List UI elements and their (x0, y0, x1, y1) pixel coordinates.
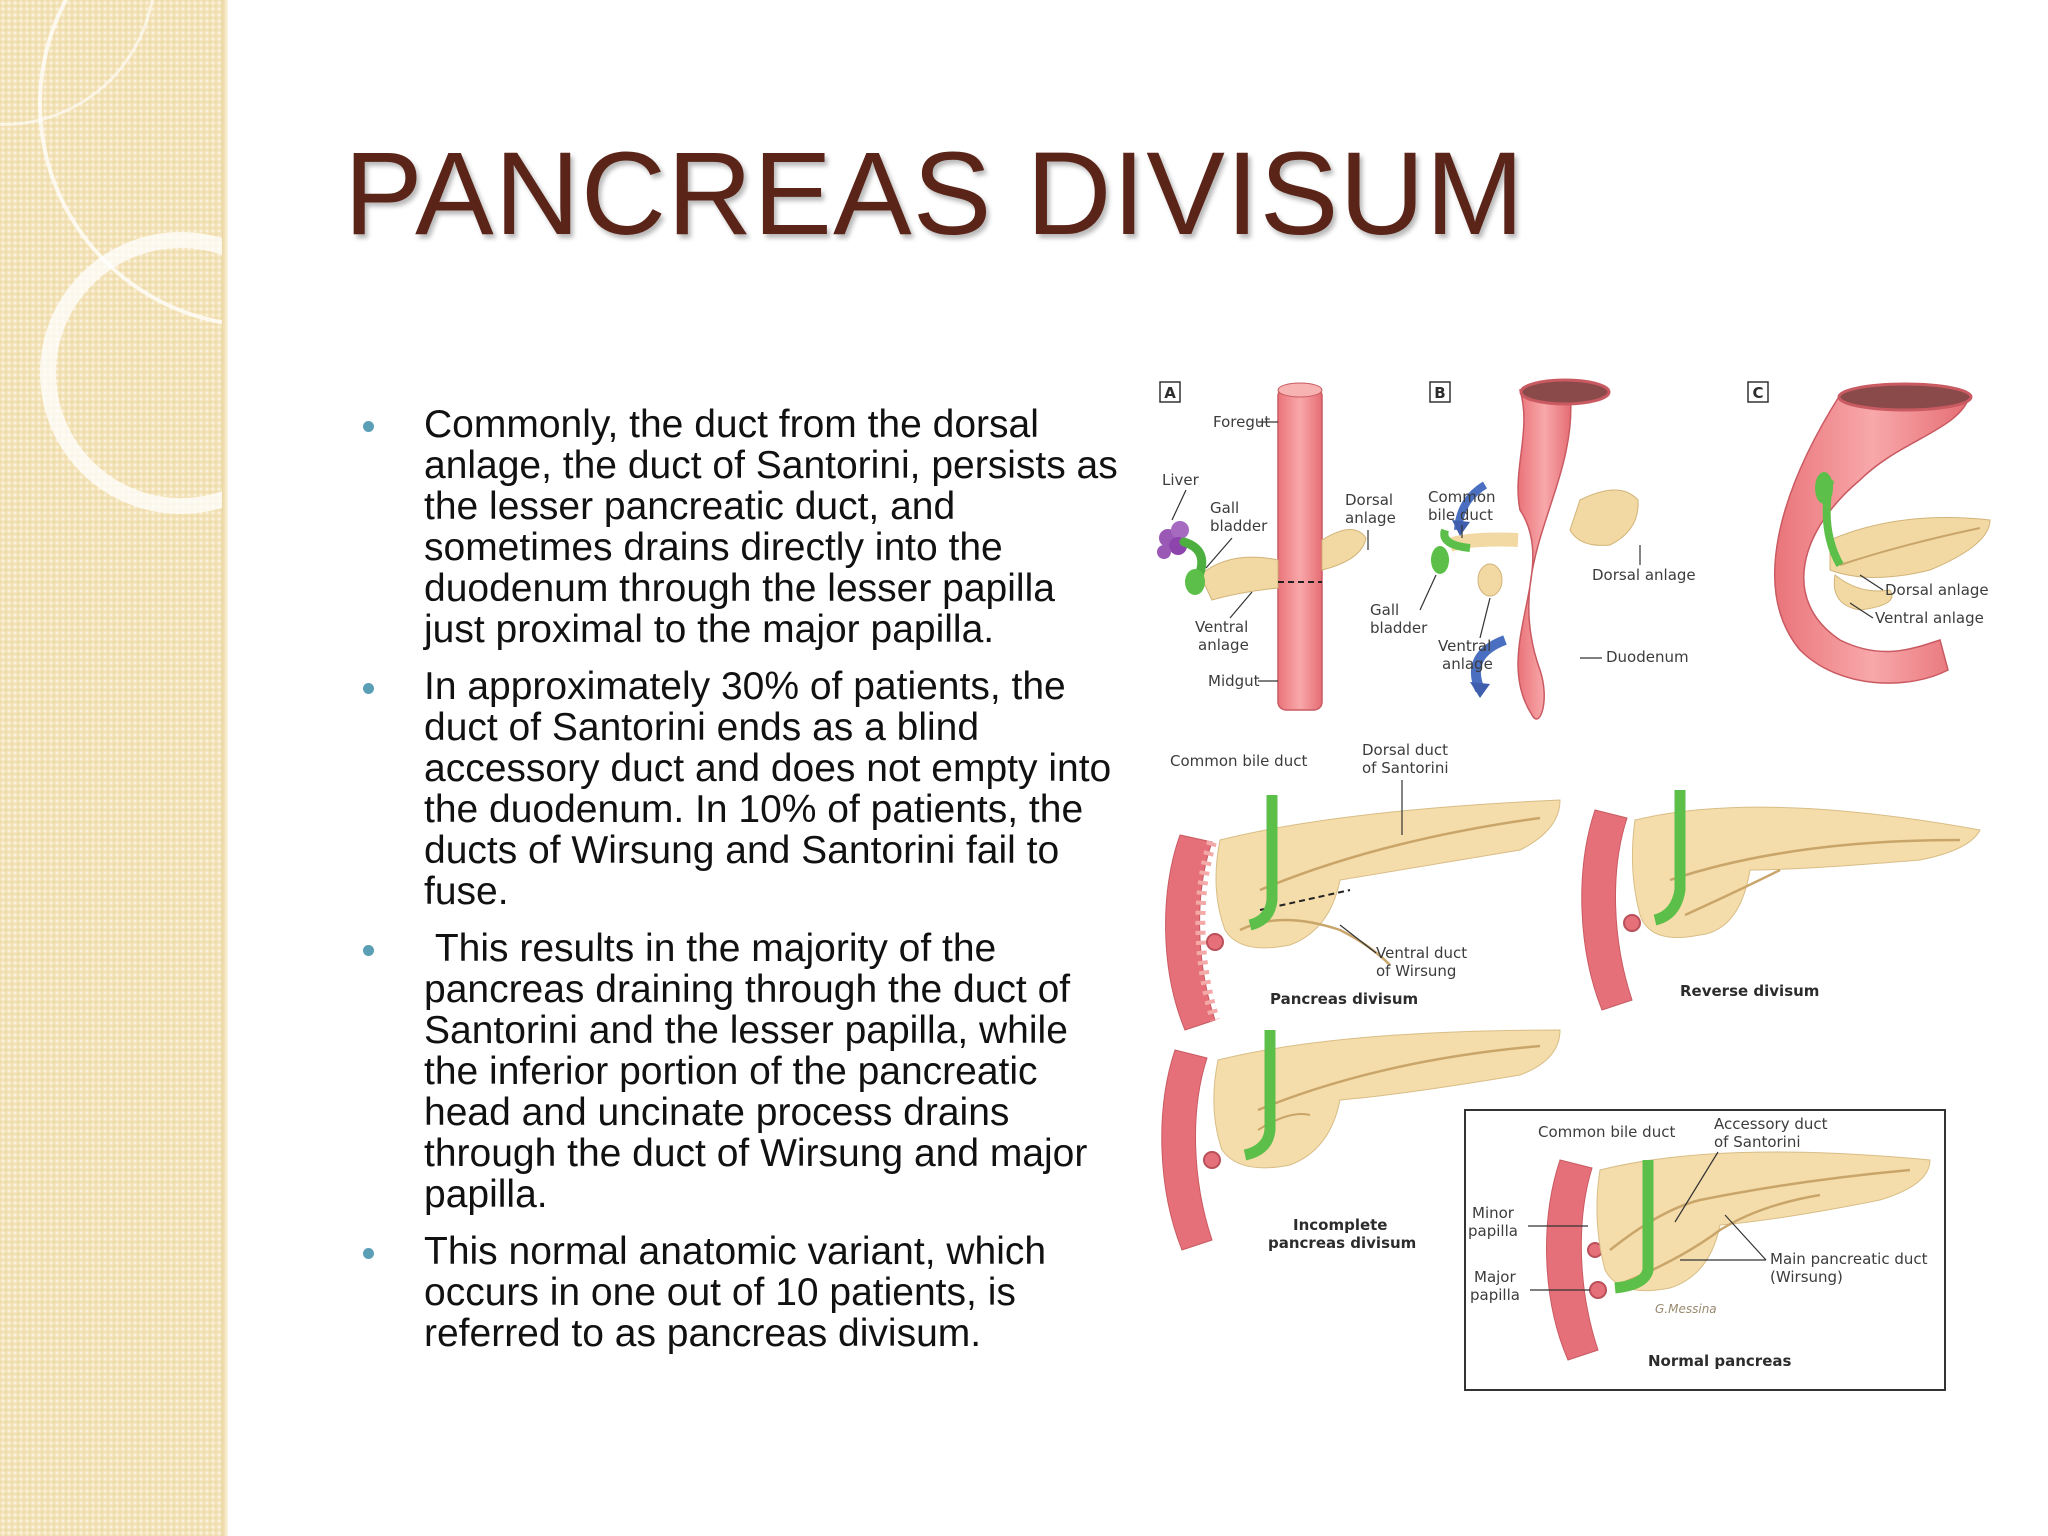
label-ventral-duct: Ventral duct (1376, 944, 1467, 962)
anatomy-figure: A Foregut Liver Gall bladder Dorsal anla… (1140, 370, 2000, 1410)
foregut-tube (1277, 387, 1323, 711)
label-gall-bladder: Gall (1210, 499, 1239, 517)
label-main-pancreatic-duct: Main pancreatic duct (1770, 1250, 1928, 1268)
caption-pancreas-divisum: Pancreas divisum (1270, 990, 1418, 1008)
bullet-text: This results in the majority of the panc… (424, 927, 1099, 1216)
label-major-papilla: Major (1474, 1268, 1516, 1286)
label-common-bile-duct: bile duct (1428, 506, 1493, 524)
label-dorsal-anlage: Dorsal (1345, 491, 1393, 509)
panel-pancreas-divisum: Common bile duct Dorsal duct of Santorin… (1165, 741, 1561, 1031)
bullet-dot-icon (363, 683, 374, 694)
bullet-text: Commonly, the duct from the dorsal anlag… (424, 403, 1118, 651)
decorative-side-band (0, 0, 228, 1536)
label-dorsal-anlage-b: Dorsal anlage (1592, 566, 1696, 584)
bullet-text: In approximately 30% of patients, the du… (424, 665, 1112, 913)
bullet-dot-icon (363, 945, 374, 956)
label-foregut: Foregut (1213, 413, 1270, 431)
bullet-item: Commonly, the duct from the dorsal anlag… (360, 404, 1120, 650)
bullet-list: Commonly, the duct from the dorsal anlag… (360, 404, 1120, 1370)
slide-title: PANCREAS DIVISUM (344, 128, 1525, 260)
label-common-bile-duct-divisum: Common bile duct (1170, 752, 1307, 770)
decorative-ring (40, 232, 228, 514)
label-minor-papilla: Minor (1472, 1204, 1515, 1222)
artist-signature: G.Messina (1655, 1302, 1717, 1316)
label-common-bile-duct: Common (1428, 488, 1496, 506)
panel-normal-pancreas: Common bile duct Accessory duct of Santo… (1464, 1109, 1946, 1391)
bullet-item: This normal anatomic variant, which occu… (360, 1231, 1120, 1354)
label-dorsal-anlage: anlage (1345, 509, 1396, 527)
label-ventral-duct: of Wirsung (1376, 962, 1456, 980)
label-ventral-anlage-b: anlage (1442, 655, 1493, 673)
bullet-dot-icon (363, 421, 374, 432)
label-common-bile-duct-normal: Common bile duct (1538, 1123, 1675, 1141)
panel-a-tag: A (1164, 384, 1176, 402)
pancreas-embryology-illustration: A Foregut Liver Gall bladder Dorsal anla… (1157, 378, 1991, 1391)
caption-reverse-divisum: Reverse divisum (1680, 982, 1819, 1000)
bullet-item: This results in the majority of the panc… (360, 928, 1120, 1215)
label-accessory-duct: Accessory duct (1714, 1115, 1828, 1133)
caption-normal-pancreas: Normal pancreas (1648, 1352, 1791, 1370)
panel-b: B Common bile duct Dorsal anlage Gall bl… (1370, 378, 1696, 720)
label-dorsal-duct: of Santorini (1362, 759, 1449, 777)
bullet-text: This normal anatomic variant, which occu… (424, 1230, 1047, 1355)
caption-incomplete-divisum: pancreas divisum (1268, 1234, 1416, 1252)
label-major-papilla: papilla (1470, 1286, 1520, 1304)
label-ventral-anlage: Ventral (1195, 618, 1248, 636)
side-band-edge (222, 0, 228, 1536)
label-gall-bladder-b: bladder (1370, 619, 1428, 637)
panel-reverse-divisum: Reverse divisum (1581, 790, 1981, 1011)
label-liver: Liver (1162, 471, 1200, 489)
label-dorsal-anlage-c: Dorsal anlage (1885, 581, 1989, 599)
label-gall-bladder-b: Gall (1370, 601, 1399, 619)
label-ventral-anlage-c: Ventral anlage (1875, 609, 1984, 627)
panel-a: A Foregut Liver Gall bladder Dorsal anla… (1157, 381, 1396, 711)
bullet-item: In approximately 30% of patients, the du… (360, 666, 1120, 912)
label-minor-papilla: papilla (1468, 1222, 1518, 1240)
label-main-pancreatic-duct: (Wirsung) (1770, 1268, 1843, 1286)
label-ventral-anlage-b: Ventral (1438, 637, 1491, 655)
panel-c-tag: C (1752, 384, 1763, 402)
bullet-dot-icon (363, 1248, 374, 1259)
label-ventral-anlage: anlage (1198, 636, 1249, 654)
label-dorsal-duct: Dorsal duct (1362, 741, 1448, 759)
caption-incomplete-divisum: Incomplete (1293, 1216, 1387, 1234)
panel-incomplete-divisum: Incomplete pancreas divisum (1161, 1029, 1561, 1252)
label-midgut: Midgut (1208, 672, 1260, 690)
label-duodenum: Duodenum (1606, 648, 1689, 666)
panel-b-tag: B (1434, 384, 1445, 402)
panel-c: C Dorsal anlage Ventral anlage (1747, 381, 1991, 684)
label-accessory-duct: of Santorini (1714, 1133, 1801, 1151)
label-gall-bladder: bladder (1210, 517, 1268, 535)
